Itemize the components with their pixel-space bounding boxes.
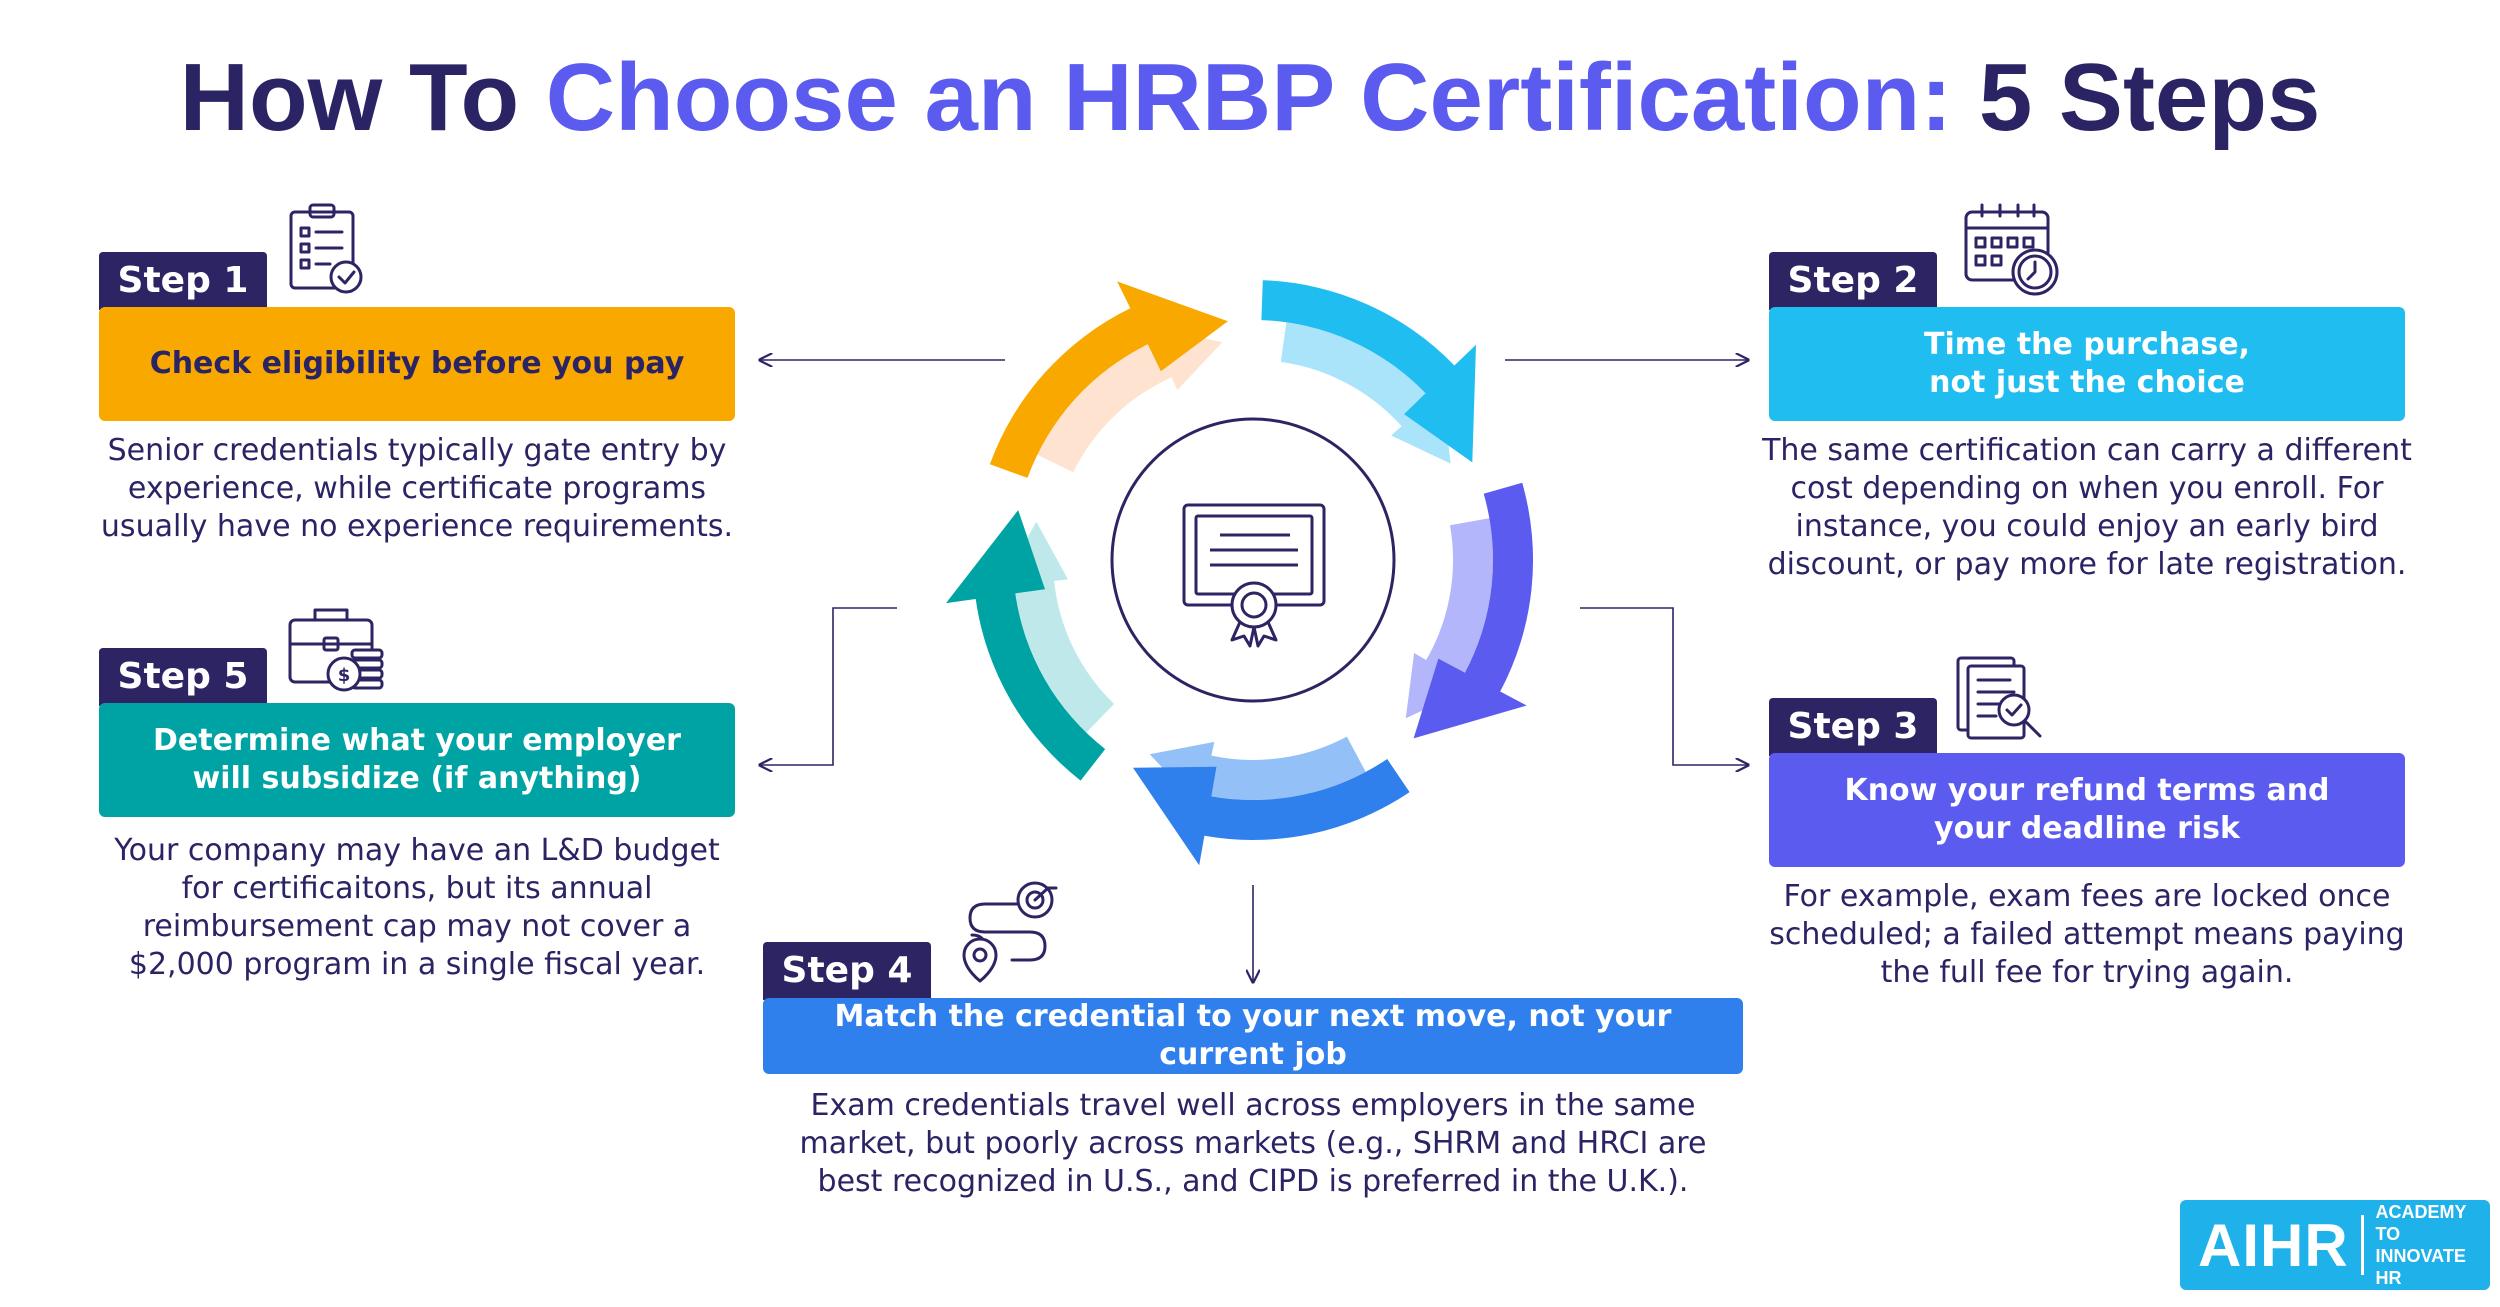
step-1-heading: Check eligibility before you pay	[99, 307, 735, 421]
step-1-heading-text: Check eligibility before you pay	[149, 346, 685, 381]
logo-line-1: ACADEMY TO	[2375, 1202, 2467, 1244]
step-5-heading: Determine what your employer will subsid…	[99, 703, 735, 817]
title-part-3: 5 Steps	[1952, 44, 2321, 151]
briefcase-money-icon: $	[288, 608, 384, 692]
cycle-arrow-step-3-inner	[1405, 518, 1494, 719]
cycle-arrow-step-5	[946, 510, 1106, 781]
logo-divider	[2360, 1215, 2364, 1275]
logo-tagline: ACADEMY TO INNOVATE HR	[2376, 1201, 2491, 1289]
calendar-clock-icon	[1964, 203, 2059, 296]
cycle-arrow-step-4	[1133, 759, 1410, 866]
step-1-description: Senior credentials typically gate entry …	[100, 433, 734, 544]
step-4-heading-text: Match the credential to your next move, …	[834, 999, 1672, 1072]
connector-step-3	[1580, 607, 1748, 765]
cycle-arrow-step-1-inner	[1037, 328, 1223, 473]
step-2-heading: Time the purchase, not just the choice	[1769, 307, 2405, 421]
cycle-arrow-step-2	[1261, 280, 1476, 463]
step-1-tag: Step 1	[99, 252, 267, 310]
step-4-description: Exam credentials travel well across empl…	[799, 1088, 1707, 1199]
step-2-tag: Step 2	[1769, 252, 1937, 310]
step-5-description: Your company may have an L&D budget for …	[114, 833, 720, 982]
step-3-description: For example, exam fees are locked once s…	[1769, 879, 2405, 990]
step-3-heading: Know your refund terms and your deadline…	[1769, 753, 2405, 867]
step-5-tag: Step 5	[99, 648, 267, 706]
checklist-icon	[289, 203, 363, 294]
aihr-logo: AIHR ACADEMY TO INNOVATE HR	[2180, 1200, 2490, 1290]
connector-step-5	[760, 607, 897, 765]
cycle-arrow-step-1	[989, 281, 1228, 478]
document-search-icon	[1956, 656, 2042, 740]
logo-line-2: INNOVATE HR	[2375, 1246, 2466, 1288]
step-4-heading: Match the credential to your next move, …	[763, 998, 1743, 1074]
certificate-icon	[1182, 503, 1326, 648]
step-2-description: The same certification can carry a diffe…	[1762, 433, 2412, 582]
step-5-heading-text: Determine what your employer will subsid…	[153, 723, 681, 796]
page-title: How To Choose an HRBP Certification: 5 S…	[0, 38, 2500, 158]
cycle-arrow-step-3	[1413, 482, 1534, 739]
step-3-tag: Step 3	[1769, 698, 1937, 756]
title-part-1: How To	[179, 44, 546, 151]
route-target-icon	[962, 881, 1058, 983]
step-2-heading-text: Time the purchase, not just the choice	[1924, 327, 2250, 400]
logo-mark: AIHR	[2198, 1211, 2349, 1279]
center-circle	[1110, 417, 1396, 703]
step-3-heading-text: Know your refund terms and your deadline…	[1844, 773, 2330, 846]
svg-text:$: $	[338, 665, 351, 686]
cycle-arrow-step-2-inner	[1280, 322, 1451, 464]
step-4-tag: Step 4	[763, 942, 931, 1000]
title-part-2: Choose an HRBP Certification:	[545, 44, 1953, 151]
